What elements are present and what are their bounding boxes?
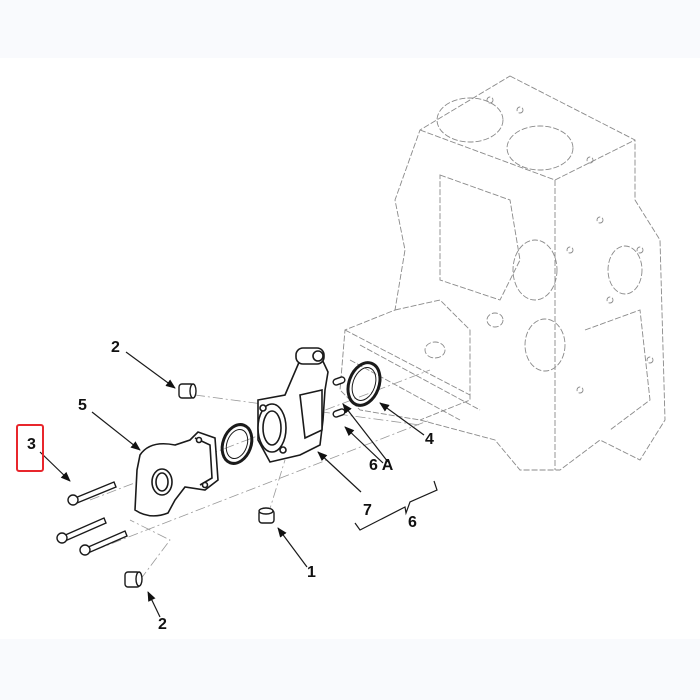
group-bracket [354, 480, 438, 531]
dowel-pins [332, 376, 346, 418]
bottom-margin-band [0, 639, 700, 700]
callout-4[interactable]: 4 [425, 431, 434, 448]
callout-2-lower[interactable]: 2 [158, 616, 167, 633]
callout-3[interactable]: 3 [27, 436, 36, 453]
callout-7[interactable]: 7 [363, 502, 372, 519]
callout-6[interactable]: 6 [408, 514, 417, 531]
flange-bolts [56, 481, 128, 556]
water-outlet-elbow [134, 431, 219, 517]
seal-rings [220, 361, 382, 465]
callout-6a[interactable]: 6 A [369, 457, 394, 474]
thermostat-housing [257, 347, 329, 463]
callout-2-upper[interactable]: 2 [111, 339, 120, 356]
callout-5[interactable]: 5 [78, 397, 87, 414]
top-margin-band [0, 0, 700, 58]
plugs [124, 383, 275, 588]
leader-lines [39, 351, 425, 618]
highlight-box [16, 424, 44, 472]
callout-1[interactable]: 1 [307, 564, 316, 581]
engine-block [339, 75, 666, 471]
